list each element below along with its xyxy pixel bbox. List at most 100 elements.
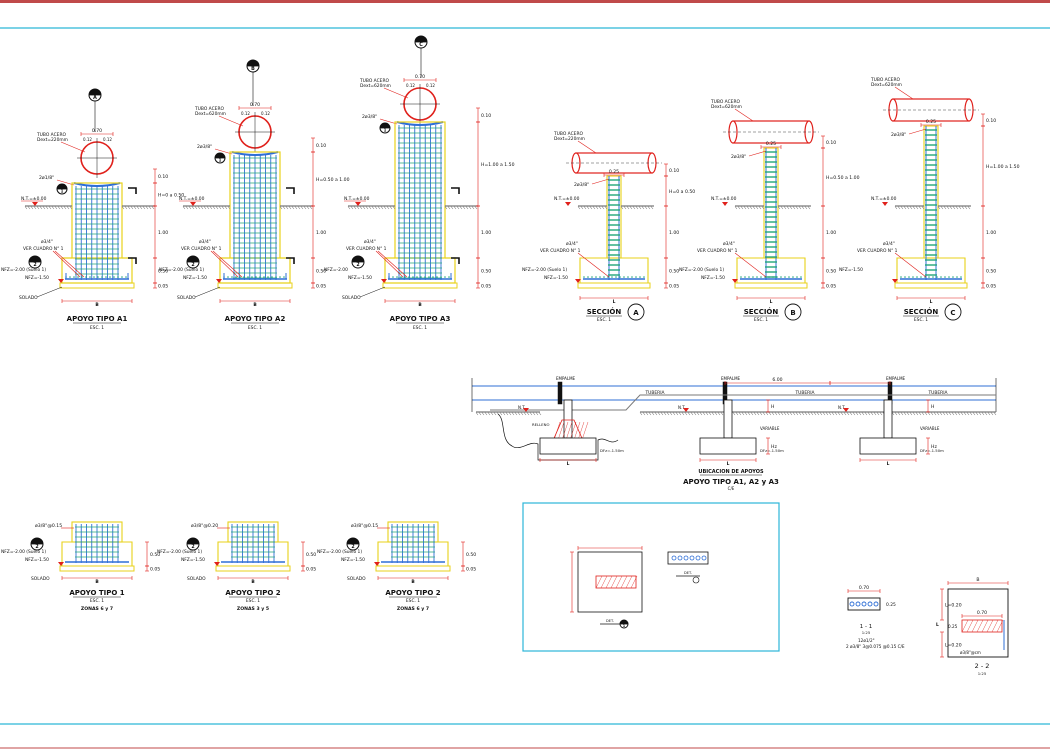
pipe-diameter: Dext=620mm bbox=[711, 104, 742, 110]
detail-2-marker-icon: 2 bbox=[186, 537, 200, 551]
empalme-block bbox=[557, 381, 563, 405]
mat-dot bbox=[416, 276, 418, 278]
mat-dot bbox=[776, 276, 778, 278]
hatch-stroke bbox=[801, 412, 805, 416]
dim-footing bbox=[859, 458, 917, 462]
mat-dot bbox=[788, 276, 790, 278]
slab-hatch bbox=[976, 619, 984, 633]
dim-label: 0.50 bbox=[481, 269, 491, 275]
hatch-stroke bbox=[285, 206, 289, 210]
dim-low: 0.50 bbox=[664, 257, 679, 284]
nfz-level-icon bbox=[575, 279, 581, 283]
pipe-leader bbox=[894, 86, 914, 100]
mat-dot bbox=[247, 276, 249, 278]
hatch-stroke bbox=[368, 206, 372, 210]
hatch-stroke bbox=[538, 412, 542, 416]
hatch-stroke bbox=[356, 206, 360, 210]
dim-footing-width bbox=[384, 299, 456, 303]
cut-mark-bottom bbox=[286, 257, 295, 264]
hatch-stroke bbox=[300, 206, 304, 210]
l-label: L bbox=[887, 461, 890, 467]
nfz-a-label: NFZ=-2.00 (Suelo 1) bbox=[522, 267, 567, 273]
section-title: SECCIÓN bbox=[744, 307, 779, 316]
hatch-stroke bbox=[197, 206, 201, 210]
hatch-stroke bbox=[894, 206, 898, 210]
hatch-stroke bbox=[702, 412, 706, 416]
cut-mark-top bbox=[286, 187, 295, 194]
support-footing bbox=[859, 437, 917, 455]
hatch-stroke bbox=[203, 206, 207, 210]
seccion-B: TUBO ACERODext=620mm0.252ø3/8"N.T.=±0.00… bbox=[679, 99, 860, 323]
top-bar-label: ø3/8"@0.15 bbox=[351, 523, 378, 529]
marker-circle bbox=[784, 303, 802, 321]
rebar-b-label: 2 ø3/8" 3@0.075 @0.15 C/E bbox=[846, 644, 905, 649]
top-bar-leader bbox=[748, 150, 767, 157]
dim-hz: Hz bbox=[926, 437, 937, 455]
dim-label: 0.10 bbox=[826, 140, 836, 146]
section-scale: ESC. 1 bbox=[597, 317, 611, 323]
hatch-stroke bbox=[57, 206, 61, 210]
b-label: B bbox=[418, 302, 422, 308]
hook-right bbox=[276, 273, 287, 280]
hatch-stroke bbox=[795, 412, 799, 416]
dim-2-2-a: L=0.20 bbox=[940, 588, 962, 621]
mat-dot bbox=[420, 276, 422, 278]
section-hatch bbox=[620, 575, 628, 589]
l-label: L bbox=[567, 461, 570, 467]
hatch-stroke bbox=[383, 206, 387, 210]
hatch-stroke bbox=[194, 206, 198, 210]
hatch-stroke bbox=[478, 412, 482, 416]
hatch-stroke bbox=[647, 206, 651, 210]
mat-dot bbox=[73, 276, 75, 278]
dim-label: 1.00 bbox=[986, 230, 996, 236]
mat-dot bbox=[908, 276, 910, 278]
nfz-a-label: NFZ=-2.00 bbox=[324, 267, 348, 273]
mat-dot bbox=[639, 276, 641, 278]
hatch-stroke bbox=[906, 206, 910, 210]
hatch-stroke bbox=[227, 206, 231, 210]
hatch-stroke bbox=[699, 412, 703, 416]
marker-fill bbox=[31, 538, 43, 544]
hatch-stroke bbox=[127, 206, 131, 210]
hatch-stroke bbox=[294, 206, 298, 210]
hatch-stroke bbox=[740, 206, 744, 210]
hatch-stroke bbox=[639, 412, 643, 416]
section-1-1-title: 1 - 1 bbox=[860, 624, 872, 630]
solado-slab bbox=[734, 282, 808, 289]
section-scale: ESC. 1 bbox=[914, 317, 928, 323]
mat-dot bbox=[780, 276, 782, 278]
detail-1-marker-icon: 1 bbox=[379, 122, 391, 134]
apoyo-title: APOYO TIPO A3 bbox=[390, 315, 451, 323]
ver-cuadro-label: VER CUADRO N° 1 bbox=[540, 248, 581, 254]
dim-top-left: 0.12 bbox=[406, 83, 415, 88]
dim-label: L=0.20 bbox=[945, 603, 962, 609]
plan-bar-circle bbox=[671, 555, 677, 561]
hatch-stroke bbox=[209, 206, 213, 210]
hatch-stroke bbox=[912, 206, 916, 210]
ground-right bbox=[620, 205, 654, 210]
marker-fill bbox=[187, 256, 199, 262]
hatch-stroke bbox=[663, 412, 667, 416]
hatch-stroke bbox=[33, 206, 37, 210]
top-bar-label: ø3/8"@0.15 bbox=[35, 523, 62, 529]
hatch-stroke bbox=[139, 206, 143, 210]
support-post bbox=[563, 399, 573, 439]
hatch-stroke bbox=[60, 206, 64, 210]
dim-top: 0.10 bbox=[476, 107, 491, 123]
dim-h: H=0.50 a 1.00 bbox=[821, 147, 860, 207]
ground-left bbox=[734, 205, 765, 210]
hatch-stroke bbox=[371, 206, 375, 210]
marker-fill bbox=[215, 153, 225, 158]
nfz-level-icon bbox=[732, 279, 738, 283]
hatch-stroke bbox=[967, 206, 971, 210]
top-bar-leader bbox=[214, 148, 233, 155]
section-1-1-scale: 1:25 bbox=[862, 630, 871, 635]
slab-hatch bbox=[986, 619, 994, 633]
plan-bar-circle bbox=[695, 555, 701, 561]
dim-h: H=1.00 a 1.50 bbox=[476, 121, 515, 207]
hatch-stroke bbox=[69, 206, 73, 210]
mat-dot bbox=[85, 276, 87, 278]
nt-level-icon bbox=[843, 408, 849, 412]
hatch-stroke bbox=[359, 206, 363, 210]
hatch-stroke bbox=[474, 206, 478, 210]
